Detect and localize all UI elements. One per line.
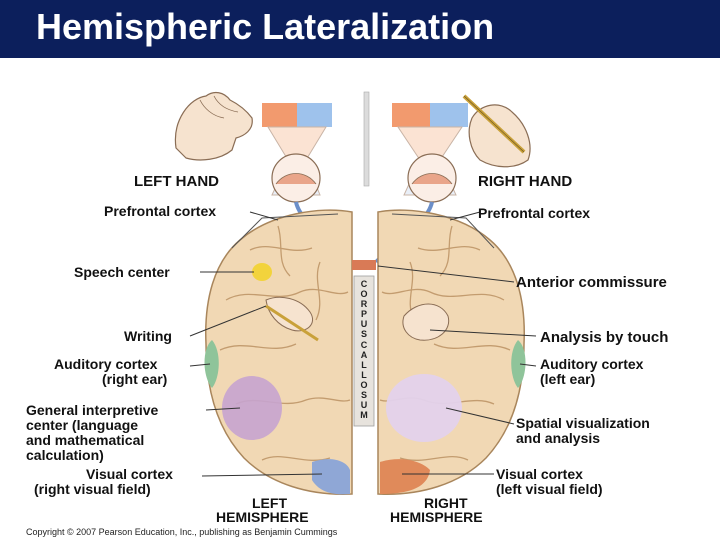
cc-letter: M: [360, 410, 368, 420]
title-bar: [0, 0, 720, 58]
label-general-4: calculation): [26, 447, 104, 463]
label-speech-center: Speech center: [74, 264, 170, 280]
speech-center-region: [252, 263, 272, 281]
left-hand-illustration: [174, 91, 253, 161]
label-auditory-right-1: Auditory cortex: [540, 356, 644, 372]
label-visual-left-2: (right visual field): [34, 481, 151, 497]
label-general-3: and mathematical: [26, 432, 145, 448]
cc-letter: S: [360, 329, 367, 339]
cc-letter: A: [360, 350, 368, 360]
label-left-hemisphere-2: HEMISPHERE: [216, 509, 309, 525]
right-hemisphere: [377, 209, 525, 495]
left-eye: [271, 153, 321, 203]
label-visual-right-2: (left visual field): [496, 481, 603, 497]
right-eye: [407, 153, 457, 203]
cc-letter: C: [360, 340, 368, 350]
corpus-callosum: [353, 275, 375, 427]
prefrontal-bracket-left: [231, 213, 339, 249]
label-writing: Writing: [124, 328, 172, 344]
cc-letter: O: [360, 289, 368, 299]
visual-cortex-left-region: [312, 459, 350, 495]
prefrontal-bracket-right: [391, 213, 495, 249]
visual-cortex-right-region: [380, 459, 430, 494]
anterior-commissure-band: [352, 260, 376, 270]
label-left-hemisphere-1: LEFT: [252, 495, 287, 511]
cc-letter: L: [361, 360, 367, 370]
brain-diagram: [174, 91, 537, 495]
label-right-hand: RIGHT HAND: [478, 173, 573, 190]
label-general-2: center (language: [26, 417, 139, 433]
spatial-visualization-region: [386, 374, 462, 442]
label-right-hemisphere-1: RIGHT: [424, 495, 468, 511]
slide-title: Hemispheric Lateralization: [36, 6, 495, 47]
label-prefrontal-right: Prefrontal cortex: [478, 205, 591, 221]
label-spatial-2: and analysis: [516, 430, 601, 446]
label-spatial-1: Spatial visualization: [516, 415, 650, 431]
leader-lines: [189, 211, 537, 477]
label-visual-left-1: Visual cortex: [86, 466, 173, 482]
cc-letter: O: [360, 380, 368, 390]
label-prefrontal-left: Prefrontal cortex: [104, 203, 217, 219]
label-visual-right-1: Visual cortex: [496, 466, 583, 482]
left-hemisphere: [205, 209, 353, 495]
right-hand-illustration: [462, 94, 531, 168]
midline-divider: [363, 91, 370, 187]
auditory-cortex-right-region: [511, 340, 526, 388]
cc-letter: C: [360, 279, 368, 289]
general-interpretive-region: [222, 376, 282, 440]
cc-letter: U: [360, 400, 368, 410]
auditory-cortex-left-region: [204, 340, 219, 388]
label-auditory-right-2: (left ear): [540, 371, 596, 387]
label-anterior-commissure: Anterior commissure: [516, 274, 667, 291]
label-right-hemisphere-2: HEMISPHERE: [390, 509, 483, 525]
cc-letter: R: [360, 299, 368, 309]
label-left-hand: LEFT HAND: [134, 173, 219, 190]
label-auditory-left-2: (right ear): [102, 371, 168, 387]
label-general-1: General interpretive: [26, 402, 159, 418]
cc-letter: P: [360, 309, 367, 319]
copyright-notice: Copyright © 2007 Pearson Education, Inc.…: [26, 527, 338, 537]
touch-hand-icon: [402, 303, 450, 341]
cc-letter: S: [360, 390, 367, 400]
cc-letter: L: [361, 370, 367, 380]
writing-hand-icon: [265, 296, 314, 332]
label-analysis-by-touch: Analysis by touch: [540, 329, 669, 346]
label-auditory-left-1: Auditory cortex: [54, 356, 158, 372]
cc-letter: U: [360, 319, 368, 329]
